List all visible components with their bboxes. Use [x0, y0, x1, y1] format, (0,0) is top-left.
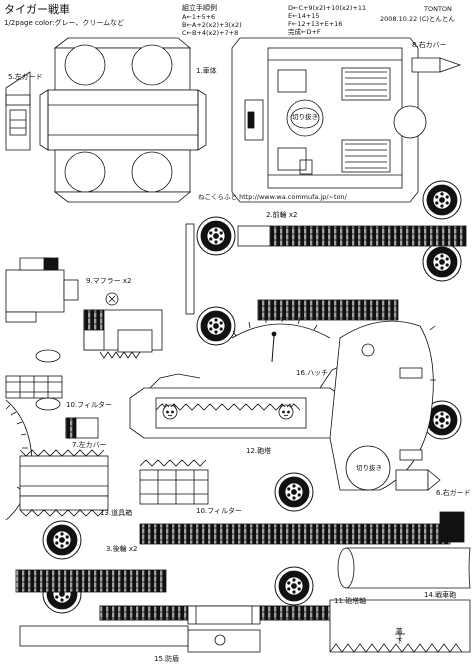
part-12-turret-roof — [329, 320, 437, 491]
label-part-7: 7.左カバー — [72, 441, 107, 449]
part-12-turret — [129, 361, 351, 439]
cut-out-mark-turret: 切り抜き — [356, 464, 382, 472]
hull-cutout-circle — [290, 107, 320, 129]
part-10-filter-right — [139, 459, 209, 505]
label-part-14: 14.戦車砲 — [424, 591, 457, 599]
part-11-turret-shaft — [187, 605, 261, 653]
author: TONTON — [424, 5, 452, 13]
assembly-step: C←B+4(x2)+7+8 — [182, 29, 239, 37]
part-10-filter-left — [5, 349, 63, 411]
label-part-5: 5.左ガード — [8, 73, 43, 81]
assembly-step: E←14+15 — [288, 12, 320, 20]
part-14-cannon — [337, 511, 471, 589]
page-subtitle: 1/2page color:グレー、クリームなど — [4, 19, 125, 27]
label-part-2: 2.前輪 x2 — [266, 211, 298, 219]
part-8-right-cover — [411, 57, 462, 73]
assembly-step: B←A+2(x2)+3(x2) — [182, 21, 242, 29]
label-part-15: 15.防盾 — [154, 655, 180, 663]
part-9-muffler — [5, 257, 163, 359]
down-mark: 下 — [396, 637, 403, 645]
assembly-step: A←1+5+6 — [182, 13, 216, 21]
part-5-left-guard — [5, 71, 31, 151]
part-13-toolbox — [19, 449, 109, 517]
label-part-11: 11.砲塔軸 — [334, 597, 367, 605]
assembly-step: 完成←D+F — [288, 28, 321, 36]
label-part-9: 9.マフラー x2 — [86, 277, 132, 285]
part-7-left-cover — [5, 399, 99, 521]
assembly-step: F←12+13+E+16 — [288, 20, 343, 28]
assembly-title: 組立手順例 — [182, 4, 217, 12]
page-title: タイガー戦車 — [4, 3, 70, 16]
part-15-mantlet — [19, 599, 471, 653]
label-part-13: 13.道具箱 — [100, 509, 133, 517]
label-part-12: 12.砲塔 — [246, 447, 272, 455]
date-copyright: 2008.10.22 (C)とんとん — [380, 15, 455, 23]
site-url: ねこくらふと http://www.wa.commufa.jp/~ton/ — [198, 193, 347, 201]
label-part-6: 6.右ガード — [436, 489, 471, 497]
part-16-hatch — [231, 315, 331, 363]
part-1-hull-top — [231, 37, 427, 203]
label-part-10b: 10.フィルター — [196, 507, 242, 515]
part-6-right-guard — [395, 469, 441, 491]
part-2-tread — [185, 223, 467, 321]
part-1-hull — [39, 37, 207, 203]
label-part-8: 8.右カバー — [412, 41, 447, 49]
label-part-3: 3.後輪 x2 — [106, 545, 138, 553]
front-mark: 前 — [396, 627, 403, 635]
label-part-1: 1.車体 — [196, 67, 217, 75]
label-part-16: 16.ハッチ — [296, 369, 329, 377]
cut-out-mark-hull: 切り抜き — [292, 113, 318, 121]
label-part-10a: 10.フィルター — [66, 401, 112, 409]
assembly-step: D←C+9(x2)+10(x2)+11 — [288, 4, 367, 12]
